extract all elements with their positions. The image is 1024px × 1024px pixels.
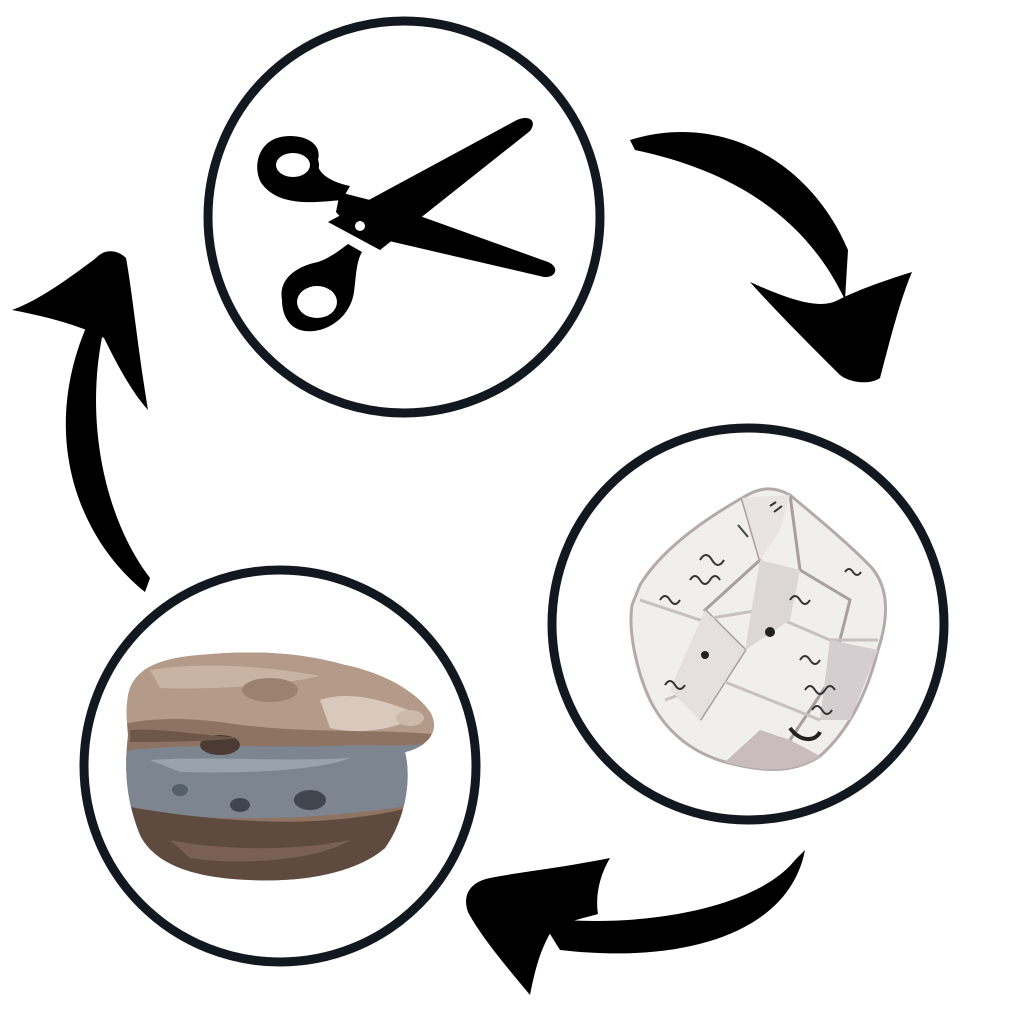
- arrow-paper-to-rock-head: [466, 858, 610, 995]
- scissors-blade-lower: [336, 192, 556, 278]
- scissors-handle-upper: [257, 136, 350, 203]
- arrow-scissors-to-paper-head: [750, 272, 912, 383]
- arrow-rock-to-scissors-shaft: [65, 305, 150, 592]
- arrow-scissors-to-paper-shaft: [630, 132, 848, 300]
- crumpled-paper-icon: [629, 487, 887, 771]
- arrow-rock-to-scissors: [12, 251, 150, 592]
- scissors-pivot: [355, 221, 365, 231]
- scissors-handle-lower: [281, 244, 362, 332]
- arrow-paper-to-rock-shaft: [540, 850, 805, 954]
- arrow-rock-to-scissors-head: [12, 251, 148, 410]
- scissors-icon: [257, 117, 556, 332]
- arrow-scissors-to-paper: [630, 132, 912, 383]
- paper-scribbles: [659, 501, 862, 741]
- arrow-paper-to-rock: [466, 850, 805, 995]
- rock-grey-band: [126, 742, 434, 819]
